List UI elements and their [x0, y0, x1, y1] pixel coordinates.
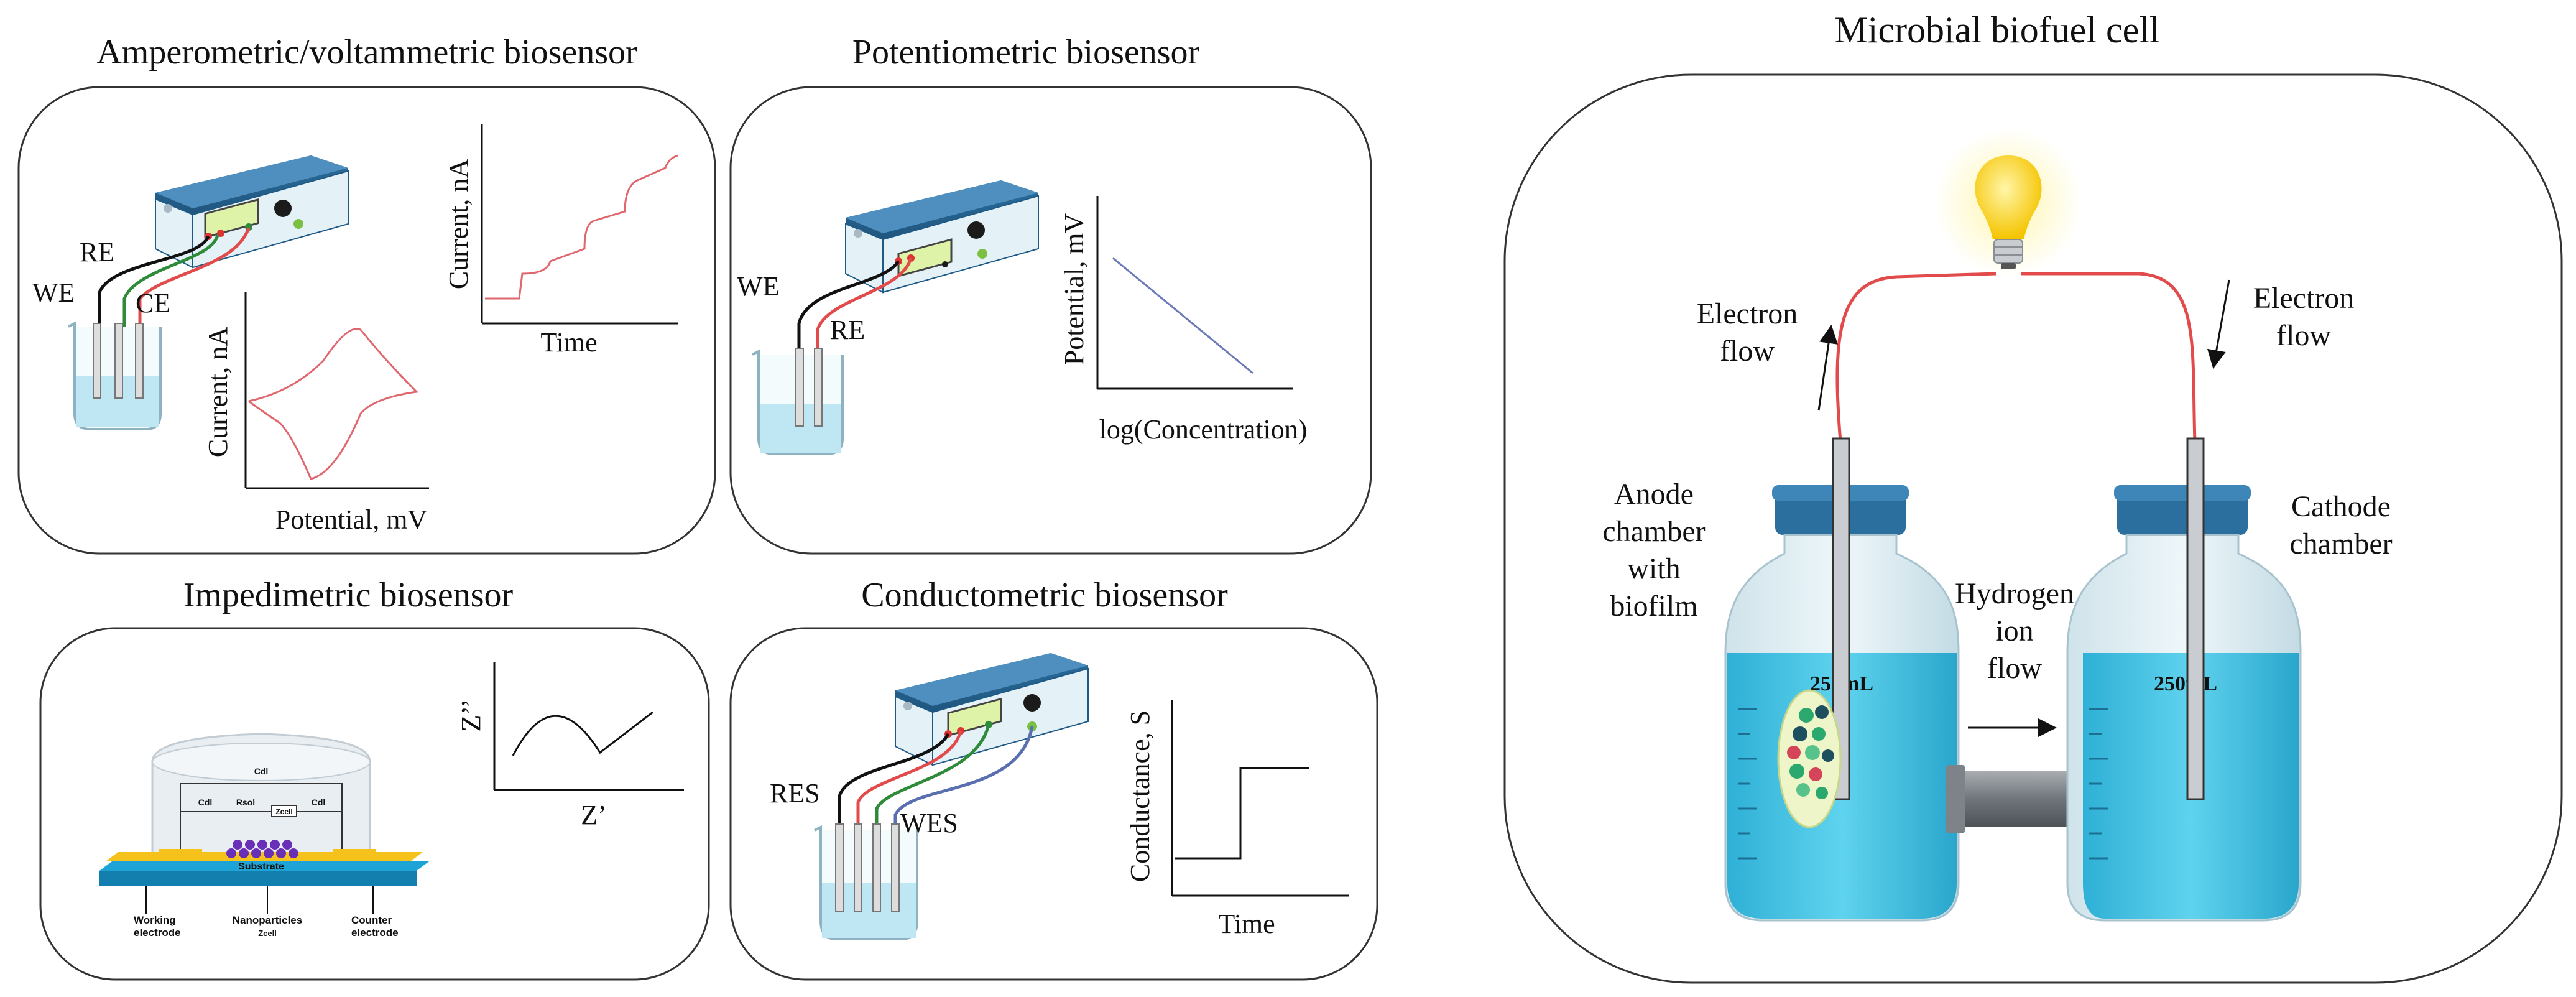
nanoparticles-label: Nanoparticles	[233, 914, 302, 926]
impedance-cell	[99, 733, 429, 886]
conductometric-plot: Conductance, S Time	[1125, 700, 1349, 939]
hydrogen-label-2: ion	[1995, 614, 2033, 647]
circuit-cdl-top: Cdl	[254, 766, 269, 776]
pot-plot-xlabel: log(Concentration)	[1099, 414, 1308, 445]
circuit-zcell: Zcell	[275, 807, 292, 816]
label-ce: CE	[136, 288, 170, 318]
biofilm	[1777, 689, 1842, 828]
hydrogen-label-1: Hydrogen	[1955, 577, 2074, 610]
circuit-cdl-left: Cdl	[198, 797, 213, 807]
time-plot-ylabel: Current, nA	[443, 159, 474, 289]
conductometric-title: Conductometric biosensor	[861, 576, 1228, 614]
counter-electrode-label-2: electrode	[351, 927, 399, 939]
nanoparticles-zcell-label: Zcell	[258, 929, 277, 938]
anode-label-1: Anode	[1614, 478, 1694, 511]
pot-wire-we	[797, 260, 900, 373]
anode-label-3: with	[1627, 552, 1680, 585]
nyquist-xlabel: Z’	[581, 800, 607, 830]
amperometric-cv-plot: Current, nA Potential, mV	[203, 292, 429, 535]
working-electrode-label-1: Working	[134, 914, 176, 926]
circuit-rsol: Rsol	[236, 797, 255, 807]
pot-beaker	[752, 348, 844, 455]
potentiometric-plot: Potential, mV log(Concentration)	[1059, 196, 1307, 445]
cv-plot-ylabel: Current, nA	[203, 327, 233, 457]
biofuel-panel	[1503, 73, 2563, 984]
cathode-label-2: chamber	[2289, 527, 2392, 560]
conductometric-panel	[729, 627, 1378, 981]
biofuel-title: Microbial biofuel cell	[1834, 9, 2159, 50]
substrate-label: Substrate	[238, 861, 284, 872]
label-we: WE	[32, 277, 75, 308]
wire-ce	[138, 227, 251, 348]
electron-flow-left-arrow	[1817, 325, 1838, 411]
conductometer-device	[895, 653, 1089, 766]
electron-flow-left-2: flow	[1720, 335, 1775, 368]
pot-label-re: RE	[830, 315, 865, 345]
label-re: RE	[80, 237, 114, 267]
cathode-label-1: Cathode	[2291, 490, 2391, 523]
cathode-bottle	[2066, 485, 2302, 922]
hydrogen-label-3: flow	[1987, 652, 2042, 685]
cathode-electrode	[2186, 437, 2205, 800]
time-plot-xlabel: Time	[540, 327, 597, 358]
pot-plot-line	[1112, 257, 1253, 374]
cond-wire-1	[838, 733, 950, 871]
beaker	[68, 321, 162, 430]
amperometric-title: Amperometric/voltammetric biosensor	[96, 33, 637, 72]
external-wire	[1835, 272, 2197, 442]
anode-label-4: biofilm	[1610, 590, 1697, 623]
time-plot-curve	[485, 154, 678, 300]
anode-label-2: chamber	[1602, 515, 1705, 548]
cond-beaker	[814, 823, 918, 940]
wire-re	[122, 234, 219, 348]
circuit-cdl-right: Cdl	[312, 797, 326, 807]
electron-flow-right-arrow	[2207, 279, 2230, 369]
electron-flow-right-2: flow	[2276, 319, 2331, 352]
potentiometer-device	[845, 180, 1039, 294]
electron-flow-right-1: Electron	[2253, 282, 2355, 315]
cv-plot-curve	[248, 328, 419, 480]
cond-label-wes: WES	[900, 808, 958, 838]
potentiometric-panel	[729, 86, 1372, 555]
cond-label-res: RES	[770, 778, 820, 809]
pot-wire-re	[816, 257, 913, 373]
working-electrode-label-2: electrode	[134, 927, 181, 939]
potentiometric-title: Potentiometric biosensor	[852, 33, 1200, 72]
impedimetric-title: Impedimetric biosensor	[183, 576, 514, 614]
impedimetric-panel	[39, 627, 710, 981]
cond-wire-4	[893, 726, 1034, 871]
amperometric-panel	[17, 86, 716, 555]
pot-plot-ylabel: Potential, mV	[1059, 213, 1089, 366]
amperometric-time-plot: Current, nA Time	[443, 124, 678, 358]
light-bulb-icon	[1934, 128, 2083, 277]
nyquist-ylabel: Z’’	[456, 699, 486, 732]
pot-label-we: WE	[737, 271, 779, 302]
nyquist-curve	[512, 711, 653, 756]
nyquist-plot: Z’’ Z’	[456, 662, 684, 830]
electron-flow-left-1: Electron	[1697, 297, 1798, 330]
cond-plot-ylabel: Conductance, S	[1125, 710, 1155, 882]
counter-electrode-label-1: Counter	[351, 914, 392, 926]
cond-plot-step	[1175, 767, 1309, 860]
anode-electrode	[1832, 437, 1850, 800]
potentiostat-device	[155, 155, 349, 269]
wire-we	[98, 235, 210, 348]
cond-wire-2	[856, 730, 963, 871]
cathode-volume-label: 250mL	[2154, 672, 2217, 695]
cond-plot-xlabel: Time	[1218, 909, 1275, 939]
cv-plot-xlabel: Potential, mV	[275, 504, 428, 535]
cond-wire-3	[875, 724, 990, 871]
